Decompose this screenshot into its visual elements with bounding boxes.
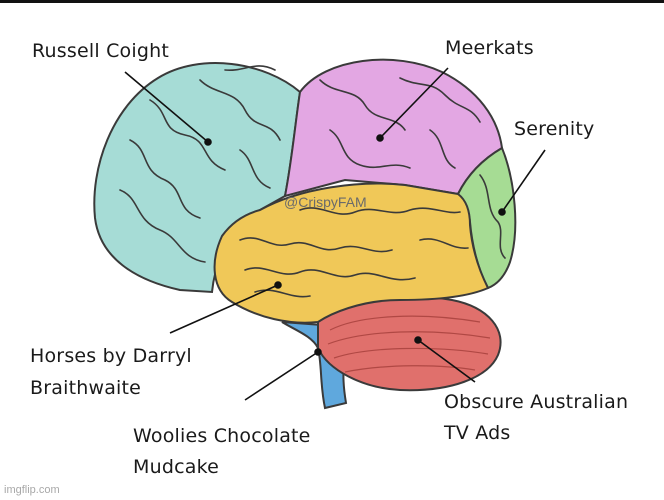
label-cerebellum-line1: Obscure Australian [444, 391, 629, 413]
label-brainstem-line1: Woolies Chocolate [133, 425, 311, 447]
label-parietal: Meerkats [445, 37, 534, 59]
cerebellum-folds [327, 315, 491, 373]
cerebellum-region [317, 295, 502, 392]
imgflip-watermark: imgflip.com [4, 484, 60, 496]
top-border [0, 0, 664, 3]
label-frontal: Russell Coight [32, 40, 169, 62]
label-temporal-line2: Braithwaite [30, 377, 142, 399]
gyri-folds [119, 65, 506, 298]
label-temporal-line1: Horses by Darryl [30, 345, 192, 367]
temporal-lobe-region [213, 182, 490, 324]
pointer-lines [124, 67, 546, 401]
label-cerebellum-line2: TV Ads [444, 422, 511, 444]
label-brainstem-line2: Mudcake [133, 456, 220, 478]
label-occipital: Serenity [514, 118, 595, 140]
creator-handle: @CrispyFAM [284, 194, 367, 210]
